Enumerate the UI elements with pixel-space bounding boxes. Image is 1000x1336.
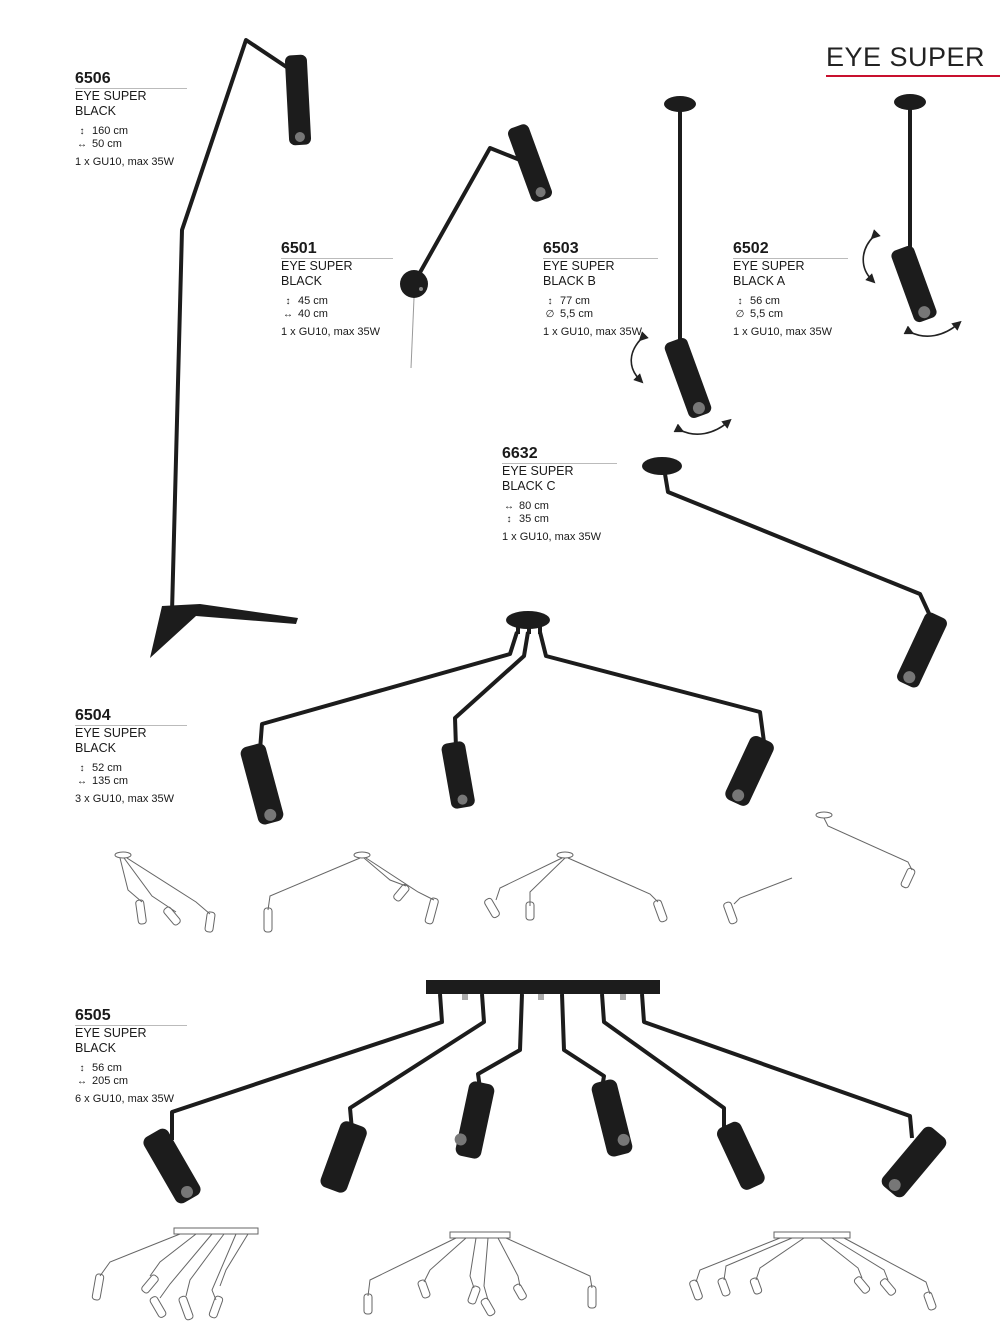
height-arrow-icon: ↕ — [547, 296, 553, 307]
height-arrow-icon: ↕ — [79, 1063, 85, 1074]
diameter-icon: ∅ — [545, 309, 555, 320]
height-arrow-icon: ↕ — [737, 296, 743, 307]
spec-value: 56 cm — [750, 295, 780, 307]
spec-value: 77 cm — [560, 295, 590, 307]
bulb-spec: 1 x GU10, max 35W — [733, 326, 833, 338]
floor-lamp-illustration — [150, 38, 312, 658]
height-arrow-icon: ↕ — [79, 126, 85, 137]
bulb-spec: 1 x GU10, max 35W — [543, 326, 643, 338]
three-arm-chandelier-illustration — [240, 611, 774, 825]
product-name: EYE SUPER BLACK C — [502, 463, 617, 497]
product-6503: 6503 EYE SUPER BLACK B ↕ 77 cm ∅ 5,5 cm 1 … — [543, 240, 658, 339]
ceiling-spot-b-illustration — [630, 96, 732, 435]
width-arrow-icon: ↔ — [77, 776, 87, 787]
width-arrow-icon: ↔ — [77, 1076, 87, 1087]
spec-height: ↕ 35 cm — [502, 513, 617, 526]
line-art-variant-7 — [363, 1231, 597, 1317]
spec-diameter: ∅ 5,5 cm — [733, 308, 848, 321]
spec-height: ↕ 52 cm — [75, 762, 187, 775]
spec-value: 40 cm — [298, 308, 328, 320]
six-arm-chandelier-illustration — [143, 980, 947, 1204]
line-art-variant-5 — [815, 811, 916, 889]
line-art-variants — [114, 811, 916, 933]
product-6504: 6504 EYE SUPER BLACK ↕ 52 cm ↔ 135 cm 3 x … — [75, 707, 187, 806]
spec-height: ↕ 56 cm — [733, 295, 848, 308]
spec-width: ↔ 80 cm — [502, 500, 617, 513]
product-name: EYE SUPER BLACK — [281, 258, 393, 292]
product-code: 6501 — [281, 240, 317, 257]
product-6505: 6505 EYE SUPER BLACK ↕ 56 cm ↔ 205 cm 6 x … — [75, 1007, 187, 1106]
spec-value: 160 cm — [92, 125, 129, 137]
spec-value: 205 cm — [92, 1075, 129, 1087]
product-name: EYE SUPER BLACK — [75, 1025, 187, 1059]
line-art-variant-6 — [91, 1227, 259, 1321]
product-name: EYE SUPER BLACK — [75, 725, 187, 759]
product-name: EYE SUPER BLACK — [75, 88, 187, 122]
line-art-variant-8 — [689, 1231, 937, 1311]
height-arrow-icon: ↕ — [506, 514, 512, 525]
product-code: 6506 — [75, 70, 111, 87]
line-art-variant-1 — [114, 851, 216, 933]
width-arrow-icon: ↔ — [77, 139, 87, 150]
spec-value: 50 cm — [92, 138, 122, 150]
spec-width: ↔ 135 cm — [75, 775, 187, 788]
product-6632: 6632 EYE SUPER BLACK C ↔ 80 cm ↕ 35 cm 1 x… — [502, 445, 617, 544]
bulb-spec: 1 x GU10, max 35W — [75, 156, 175, 168]
product-code: 6502 — [733, 240, 769, 257]
product-name: EYE SUPER BLACK A — [733, 258, 848, 292]
bulb-spec: 1 x GU10, max 35W — [281, 326, 381, 338]
spec-value: 56 cm — [92, 1062, 122, 1074]
spec-value: 35 cm — [519, 513, 549, 525]
product-code: 6504 — [75, 707, 111, 724]
spec-width: ↔ 205 cm — [75, 1075, 187, 1088]
spec-width: ↔ 40 cm — [281, 308, 393, 321]
title-underline — [826, 75, 1000, 77]
diameter-icon: ∅ — [735, 309, 745, 320]
spec-height: ↕ 77 cm — [543, 295, 658, 308]
product-6506: 6506 EYE SUPER BLACK ↕ 160 cm ↔ 50 cm 1 x … — [75, 70, 187, 169]
ceiling-arm-c-illustration — [642, 457, 947, 688]
page-title: EYE SUPER — [826, 42, 986, 72]
width-arrow-icon: ↔ — [283, 309, 293, 320]
width-arrow-icon: ↔ — [504, 501, 514, 512]
spec-height: ↕ 45 cm — [281, 295, 393, 308]
bulb-spec: 3 x GU10, max 35W — [75, 793, 175, 805]
product-name: EYE SUPER BLACK B — [543, 258, 658, 292]
line-art-variant-2 — [263, 851, 439, 933]
wall-lamp-illustration — [400, 124, 552, 369]
bulb-spec: 1 x GU10, max 35W — [502, 531, 602, 543]
spec-height: ↕ 160 cm — [75, 125, 187, 138]
line-art-variants-six-arm — [91, 1227, 937, 1321]
spec-value: 45 cm — [298, 295, 328, 307]
spec-value: 135 cm — [92, 775, 129, 787]
line-art-variant-3 — [484, 851, 668, 923]
spec-value: 5,5 cm — [560, 308, 594, 320]
spec-value: 5,5 cm — [750, 308, 784, 320]
product-code: 6632 — [502, 445, 538, 462]
spec-diameter: ∅ 5,5 cm — [543, 308, 658, 321]
spec-width: ↔ 50 cm — [75, 138, 187, 151]
spec-height: ↕ 56 cm — [75, 1062, 187, 1075]
product-6502: 6502 EYE SUPER BLACK A ↕ 56 cm ∅ 5,5 cm 1 … — [733, 240, 848, 339]
product-code: 6505 — [75, 1007, 111, 1024]
line-art-variant-4 — [723, 877, 793, 925]
ceiling-spot-a-illustration — [862, 94, 962, 337]
bulb-spec: 6 x GU10, max 35W — [75, 1093, 175, 1105]
spec-value: 52 cm — [92, 762, 122, 774]
height-arrow-icon: ↕ — [79, 763, 85, 774]
product-code: 6503 — [543, 240, 579, 257]
product-6501: 6501 EYE SUPER BLACK ↕ 45 cm ↔ 40 cm 1 x G… — [281, 240, 393, 339]
height-arrow-icon: ↕ — [285, 296, 291, 307]
spec-value: 80 cm — [519, 500, 549, 512]
